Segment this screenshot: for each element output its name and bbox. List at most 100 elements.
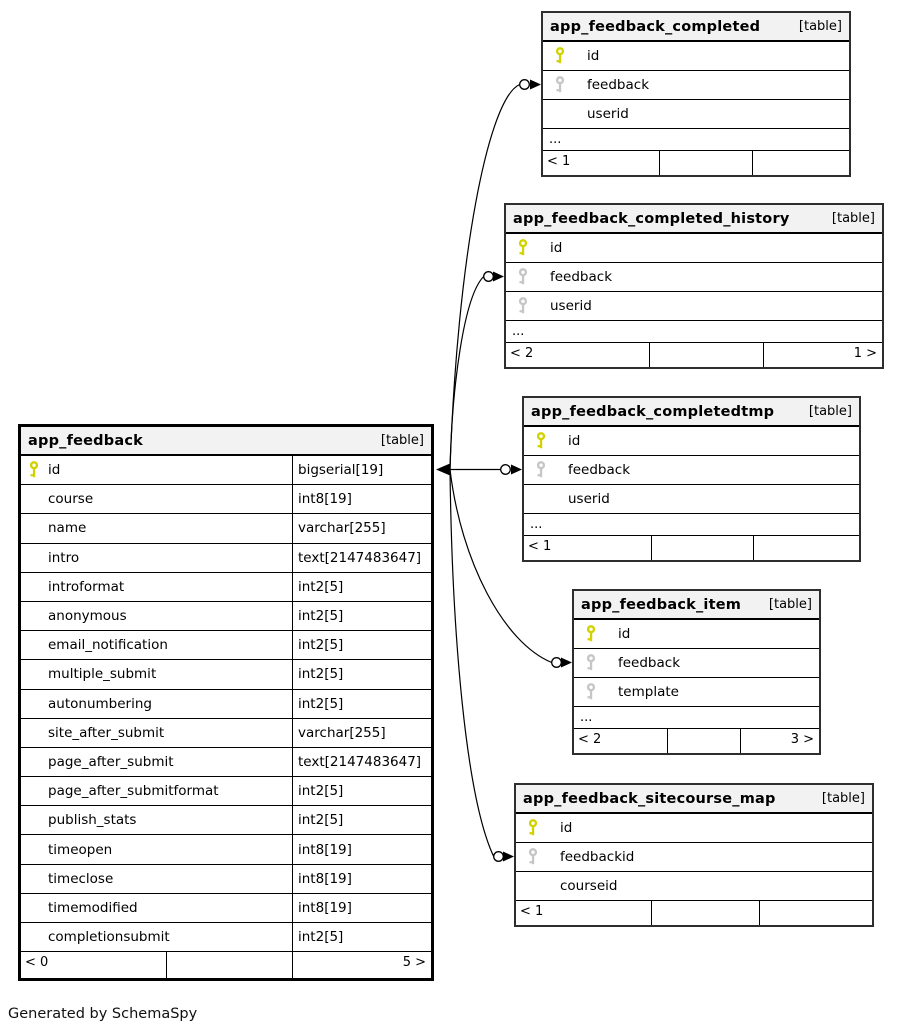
table-name[interactable]: app_feedback_item [581, 596, 742, 613]
footer-middle-cell [651, 536, 752, 560]
primary-key-icon [528, 819, 538, 836]
column-name: feedback [568, 462, 631, 478]
footer-middle-cell [651, 901, 759, 925]
table-type-badge: [table] [380, 433, 424, 448]
foreign-key-icon [528, 848, 538, 865]
parent-count: < 2 [578, 732, 602, 747]
column-row-id: id [516, 814, 872, 843]
column-name: userid [568, 491, 610, 507]
column-row-template: template [574, 678, 819, 707]
table-name[interactable]: app_feedback_completedtmp [531, 403, 775, 420]
foreign-key-icon [518, 297, 528, 314]
table-name[interactable]: app_feedback_completed_history [513, 210, 790, 227]
column-type: int8[19] [292, 835, 431, 864]
column-type: int2[5] [292, 572, 431, 601]
key-cell [543, 47, 587, 65]
column-row-timemodified: timemodified int8[19] [21, 893, 431, 923]
column-name: page_after_submit [48, 753, 174, 770]
column-row-feedback: feedback [506, 263, 882, 292]
column-name: feedback [587, 77, 650, 93]
rel-app_feedback_completed_history [449, 276, 485, 470]
key-cell [516, 819, 560, 837]
column-name: timeopen [48, 841, 113, 858]
parent-count: < 1 [547, 154, 571, 169]
column-name: timemodified [48, 899, 138, 916]
column-name: id [618, 626, 631, 642]
table-type-badge: [table] [831, 211, 875, 226]
table-name[interactable]: app_feedback_completed [550, 18, 761, 35]
table-header: app_feedback_completed_history [table] [506, 205, 882, 234]
parent-count: < 2 [510, 346, 534, 361]
column-name: multiple_submit [48, 666, 157, 683]
column-name: feedback [618, 655, 681, 671]
column-name: anonymous [48, 608, 127, 625]
column-name: site_after_submit [48, 724, 165, 741]
foreign-key-icon [536, 461, 546, 478]
key-cell [506, 268, 550, 286]
primary-key-icon [536, 432, 546, 449]
column-name: id [587, 48, 600, 64]
column-row-id: id [574, 620, 819, 649]
footer-middle-cell [659, 151, 751, 175]
more-columns-ellipsis: ... [506, 321, 882, 343]
key-cell [506, 297, 550, 315]
footer-middle-cell [648, 343, 763, 367]
key-cell [574, 654, 618, 672]
table-type-badge: [table] [821, 791, 865, 806]
column-type: int8[19] [292, 893, 431, 922]
column-type: int2[5] [292, 806, 431, 835]
column-type: int2[5] [292, 923, 431, 952]
parent-count: < 0 [25, 955, 49, 971]
column-row-id: id [506, 234, 882, 263]
child-count: 3 > [740, 729, 819, 753]
table-header: app_feedback_completed[table] [543, 13, 849, 42]
column-type: int2[5] [292, 631, 431, 660]
column-type: int2[5] [292, 601, 431, 631]
table-name[interactable]: app_feedback [28, 432, 143, 449]
child-count [759, 901, 872, 925]
primary-key-icon [586, 625, 596, 642]
table-header: app_feedback [table] [21, 427, 431, 456]
column-type: varchar[255] [292, 514, 431, 543]
column-name: feedbackid [560, 849, 635, 865]
relationship-count-footer: < 1 [516, 901, 872, 925]
child-count [751, 151, 849, 175]
table-name[interactable]: app_feedback_sitecourse_map [523, 790, 776, 807]
footer-middle-cell [166, 952, 292, 979]
column-name: course [48, 491, 94, 508]
parent-count: < 1 [528, 539, 552, 554]
column-row-multiple_submit: multiple_submit int2[5] [21, 660, 431, 690]
foreign-key-icon [586, 683, 596, 700]
column-row-userid: userid [524, 485, 859, 514]
rel-app_feedback_sitecourse_map [449, 469, 495, 857]
more-columns-ellipsis: ... [524, 514, 859, 536]
column-row-timeopen: timeopen int8[19] [21, 835, 431, 865]
column-row-userid: userid [506, 292, 882, 321]
column-name: email_notification [48, 637, 168, 654]
foreign-key-icon [555, 76, 565, 93]
more-columns-ellipsis: ... [543, 129, 849, 151]
column-name: id [560, 820, 573, 836]
key-cell [516, 848, 560, 866]
column-name: courseid [560, 878, 618, 894]
relationship-count-footer: < 1 [524, 536, 859, 560]
parent-count: < 1 [520, 904, 544, 919]
foreign-key-icon [586, 654, 596, 671]
column-type: int2[5] [292, 660, 431, 689]
column-row-feedback: feedback [543, 71, 849, 100]
key-cell [574, 625, 618, 643]
column-row-anonymous: anonymous int2[5] [21, 601, 431, 632]
column-name: intro [48, 549, 80, 566]
